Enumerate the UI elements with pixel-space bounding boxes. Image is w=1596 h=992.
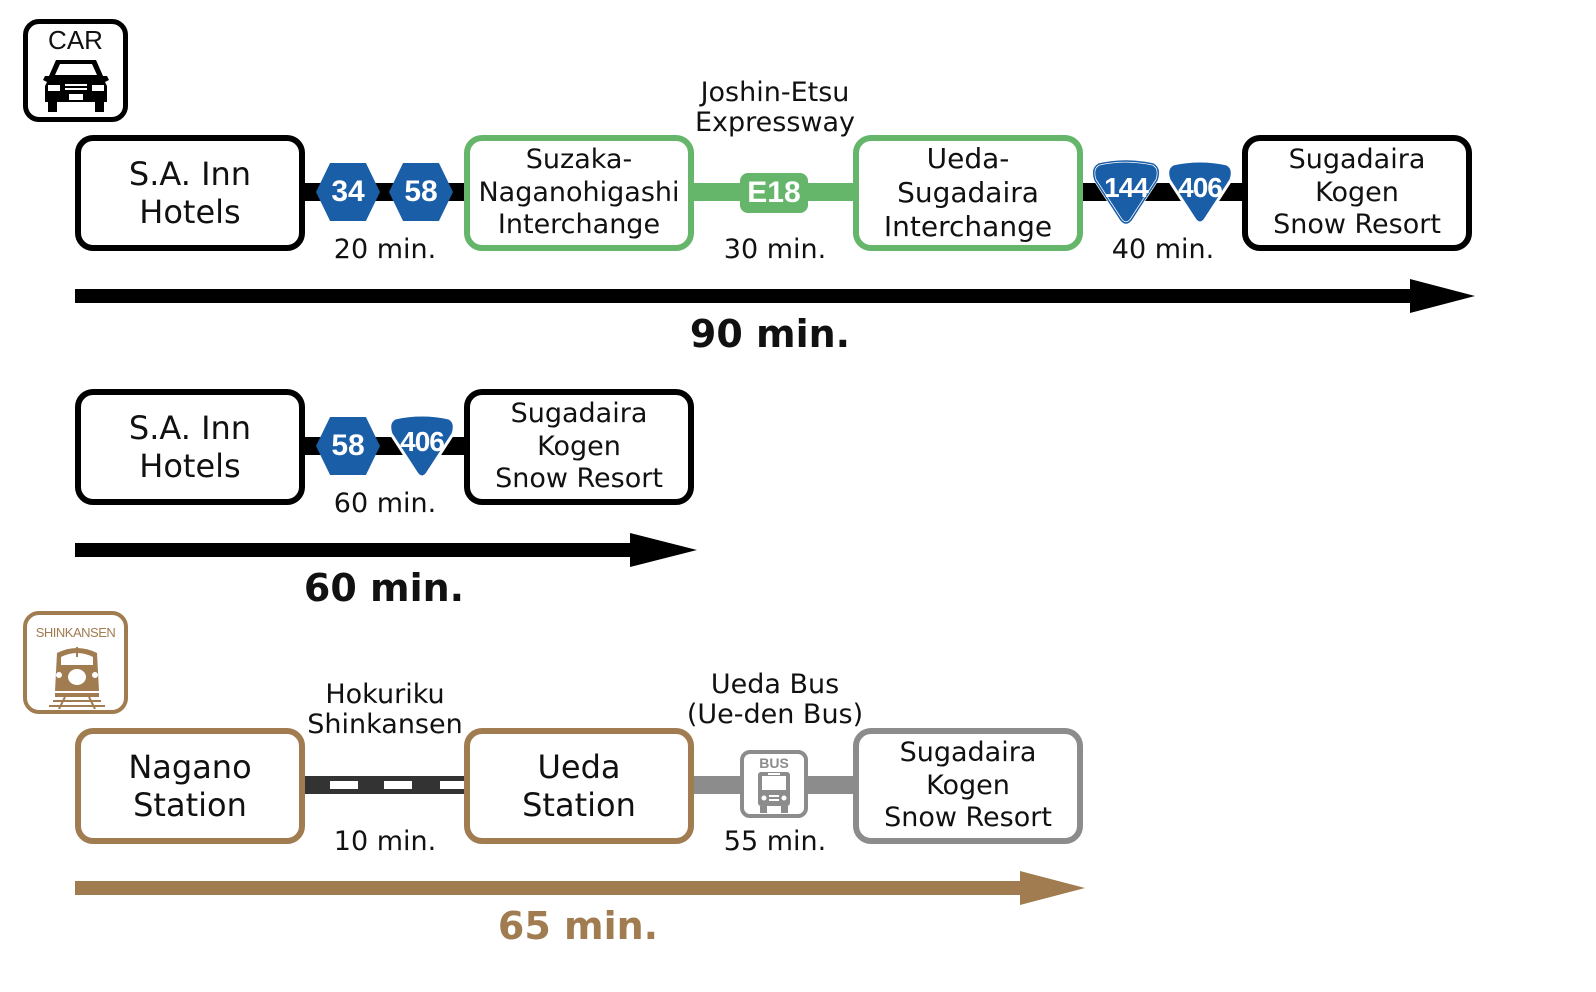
- segment-time: 60 min.: [333, 488, 437, 519]
- destination-node: Sugadaira Kogen Snow Resort: [1242, 135, 1472, 251]
- segment-time: 40 min.: [1111, 234, 1215, 265]
- segment-time: 55 min.: [723, 826, 827, 857]
- total-arrow: [75, 871, 1085, 905]
- total-arrow: [75, 279, 1475, 313]
- route-58-badge: 58: [316, 417, 380, 475]
- station-node: Ueda Station: [464, 728, 694, 844]
- route-406-shield-icon: 406: [1165, 159, 1235, 226]
- train-glyph: [49, 647, 105, 709]
- route-58-badge: 58: [389, 163, 453, 221]
- segment-time: 10 min.: [333, 826, 437, 857]
- route-406-shield-icon: 406: [387, 413, 457, 480]
- interchange-node: Suzaka- Naganohigashi Interchange: [464, 135, 694, 251]
- car-icon-label: CAR: [48, 25, 103, 55]
- route-number: 406: [1178, 172, 1223, 203]
- route-number: 406: [400, 426, 445, 457]
- destination-node: Sugadaira Kogen Snow Resort: [853, 728, 1083, 844]
- shinkansen-icon: SHINKANSEN: [23, 611, 128, 714]
- route-34-badge: 34: [316, 163, 380, 221]
- bus-icon: BUS: [740, 750, 808, 818]
- e18-badge: E18: [740, 173, 808, 213]
- expressway-label: Joshin-Etsu Expressway: [694, 77, 856, 138]
- shinkansen-icon-label: SHINKANSEN: [35, 625, 116, 640]
- car-icon: CAR: [23, 19, 128, 122]
- total-arrow: [75, 533, 697, 567]
- bus-glyph: [758, 772, 790, 813]
- total-time: 90 min.: [689, 312, 851, 356]
- segment-time: 30 min.: [723, 234, 827, 265]
- origin-node: S.A. Inn Hotels: [75, 135, 305, 251]
- station-node: Nagano Station: [75, 728, 305, 844]
- bus-icon-label: BUS: [759, 755, 789, 771]
- total-time: 60 min.: [303, 566, 465, 610]
- route-number: 144: [1104, 172, 1149, 203]
- origin-node: S.A. Inn Hotels: [75, 389, 305, 505]
- shinkansen-line-label: Hokuriku Shinkansen: [307, 679, 463, 740]
- route-144-shield-icon: 144: [1091, 159, 1161, 226]
- interchange-node: Ueda-Sugadaira Interchange: [853, 135, 1083, 251]
- rail-line: [300, 776, 470, 794]
- segment-time: 20 min.: [333, 234, 437, 265]
- bus-line-label: Ueda Bus (Ue-den Bus): [686, 669, 864, 730]
- total-time: 65 min.: [497, 904, 659, 948]
- destination-node: Sugadaira Kogen Snow Resort: [464, 389, 694, 505]
- car-glyph: [43, 60, 109, 112]
